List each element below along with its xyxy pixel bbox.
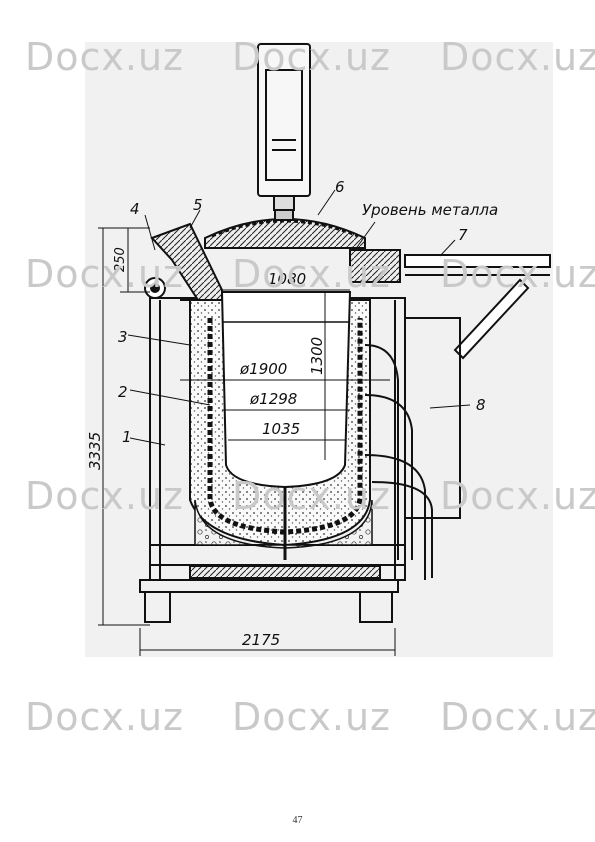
watermark: Docx.uz [232,474,391,518]
watermark: Docx.uz [25,252,184,296]
watermark: Docx.uz [25,35,184,79]
watermark: Docx.uz [232,695,391,739]
watermark: Docx.uz [232,252,391,296]
dim-height-total: 3335 [86,432,104,470]
bottom-layer [194,499,373,549]
callout-8: 8 [476,396,486,414]
furnace-lid [204,209,366,249]
dim-depth: 1300 [308,337,326,375]
callout-6: 6 [335,178,345,196]
dim-bottom-width: 1035 [262,420,300,438]
metal-level-label: Уровень металла [362,201,498,219]
watermark: Docx.uz [25,695,184,739]
callout-leaders [127,189,471,446]
base-frame [139,565,399,623]
callout-4: 4 [130,200,140,218]
lid-cylinder [257,43,311,212]
dim-outer-diameter: ø1900 [239,360,287,378]
dim-base-width: 2175 [242,631,280,649]
watermark: Docx.uz [25,474,184,518]
watermark: Docx.uz [440,252,595,296]
callout-2: 2 [118,383,128,401]
watermark: Docx.uz [440,35,595,79]
dim-inner-diameter: ø1298 [249,390,297,408]
page-number: 47 [292,815,303,826]
watermark: Docx.uz [440,474,595,518]
dimension-lines [98,227,396,656]
working-platform [349,249,551,360]
callout-5: 5 [193,196,203,214]
callout-1: 1 [122,428,132,446]
watermark: Docx.uz [440,695,595,739]
watermark: Docx.uz [232,35,391,79]
callout-7: 7 [458,226,468,244]
crucible-cavity [220,291,352,489]
dim-top-width: 1080 [268,270,306,288]
dim-lip-height: 250 [113,247,128,272]
cooling-pipes [364,317,461,580]
callout-3: 3 [118,328,128,346]
